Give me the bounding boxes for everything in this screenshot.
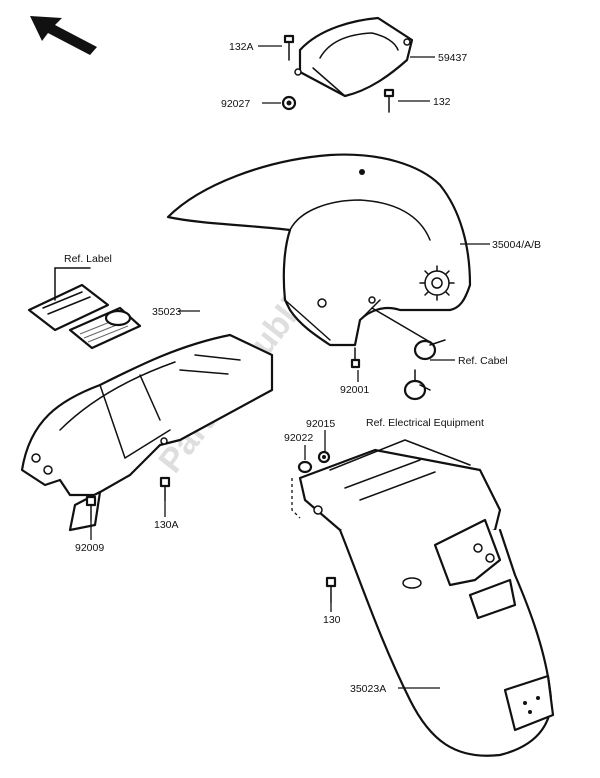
bolt-132-icon — [383, 88, 395, 113]
gear-icon — [419, 265, 455, 301]
label-92001: 92001 — [340, 384, 369, 396]
label-92022: 92022 — [284, 432, 313, 444]
label-35004: 35004/A/B — [492, 239, 541, 251]
label-132a: 132A — [229, 41, 254, 53]
label-92015: 92015 — [306, 418, 335, 430]
rear-fender-part-35023a — [298, 439, 555, 757]
front-fender-part-35004 — [166, 153, 472, 347]
cable-clip-icon — [371, 307, 446, 361]
label-ref-electrical: Ref. Electrical Equipment — [366, 417, 484, 429]
bolt-130a-icon — [159, 476, 171, 501]
cover-part-59437 — [294, 16, 414, 98]
bolt-130-icon — [325, 576, 337, 603]
label-sticker-icon — [27, 267, 142, 350]
inner-fender-part-35023 — [20, 333, 274, 532]
label-132: 132 — [433, 96, 451, 108]
label-92009: 92009 — [75, 542, 104, 554]
label-59437: 59437 — [438, 52, 467, 64]
nut-92015-icon — [317, 450, 331, 464]
nut-92027-icon — [281, 95, 297, 111]
bolt-92009-icon — [85, 495, 97, 521]
label-ref-cabel: Ref. Cabel — [458, 355, 508, 367]
label-92027: 92027 — [221, 98, 250, 110]
direction-arrow-icon — [30, 16, 97, 55]
label-130a: 130A — [154, 519, 179, 531]
leader-lines — [90, 45, 490, 689]
label-130: 130 — [323, 614, 341, 626]
label-ref-label: Ref. Label — [64, 253, 112, 265]
washer-92022-icon — [297, 460, 313, 474]
bolt-132a-icon — [283, 34, 295, 61]
label-35023: 35023 — [152, 306, 181, 318]
electrical-equipment-icon — [403, 369, 431, 401]
bolt-92001-icon — [350, 347, 361, 369]
label-35023a: 35023A — [350, 683, 386, 695]
